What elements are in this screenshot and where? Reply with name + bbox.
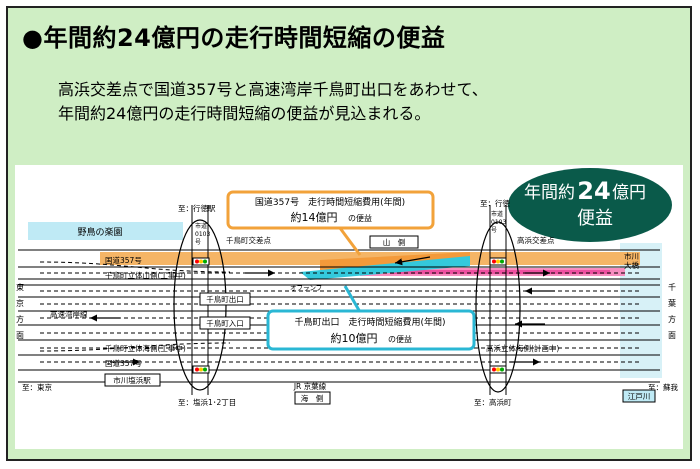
route357-top-label: 国道357号: [105, 255, 142, 265]
to-soga-label: 至：蘇我: [648, 382, 678, 392]
west-label-1: 東: [16, 282, 24, 292]
ichikawa-shiohama-label: 市川塩浜駅: [113, 375, 151, 385]
ichikawa-shiohama-box: [104, 373, 161, 387]
takahama-overpass-umi-label: 高浜立体海側(計画中): [486, 343, 559, 353]
slide-title: ●年間約24億円の走行時間短縮の便益: [22, 24, 446, 52]
callout-bottom-box: [266, 309, 476, 351]
offramp-label: オフランプ: [290, 284, 323, 292]
takahama-intersection-oval: [475, 221, 521, 393]
callout-bottom-line1: 千鳥町出口 走行時間短縮費用(年間): [294, 316, 445, 328]
ichikawa-ohashi-2: 大橋: [624, 260, 639, 270]
chidori-entrance-box: [199, 316, 251, 330]
route357-bottom-label: 国道357号: [105, 358, 142, 368]
to-tokyo-label: 至：東京: [22, 382, 52, 392]
overpass-yama-label: 千鳥町立体山側(工事中): [105, 270, 186, 280]
pink-lane: [390, 270, 610, 274]
nomeno-rakuen-label: 野鳥の楽園: [77, 226, 122, 238]
to-gyotoku-left-label: 至：行徳駅: [178, 203, 216, 213]
intro-line-2: 年間約24億円の走行時間短縮の便益が見込まれる。: [58, 104, 431, 123]
city-road-right-1: 市道: [491, 210, 503, 218]
signal-chidori-bottom: [192, 365, 210, 374]
badge-prefix: 年間約: [524, 183, 575, 203]
east-label-3: 方: [668, 314, 676, 324]
takahama-intersection-label: 高浜交差点: [517, 235, 555, 245]
nomeno-rakuen-area: [28, 222, 183, 240]
chidori-exit-label: 千鳥町出口: [206, 294, 244, 304]
east-label-2: 葉: [668, 298, 676, 308]
city-road-left-2: 0103: [195, 231, 210, 238]
to-gyotoku-right-label: 至：行徳: [480, 198, 510, 208]
signal-chidori-top: [192, 257, 210, 266]
total-benefit-badge: [508, 168, 672, 242]
callout-top-pointer: [338, 227, 362, 256]
badge-unit: 億円: [612, 183, 646, 203]
umi-side-label: 海 側: [301, 393, 324, 403]
yama-side-label: 山 側: [383, 237, 406, 247]
city-road-left-1: 市道: [195, 222, 207, 230]
west-label-3: 方: [16, 314, 24, 324]
city-road-right-2: 0103: [491, 219, 506, 226]
yama-side-box: [369, 235, 419, 249]
badge-amount: 24: [577, 177, 610, 205]
chidori-entrance-label: 千鳥町入口: [206, 318, 244, 328]
callout-top-box: [226, 190, 435, 230]
signal-takahama-bottom: [489, 365, 507, 374]
signal-takahama-top: [489, 257, 507, 266]
chidori-exit-box: [199, 292, 251, 306]
city-road-right-3: 号: [491, 227, 497, 234]
to-takahamacho-label: 至：高浜町: [474, 397, 512, 407]
west-label-4: 面: [16, 331, 24, 340]
callout-bottom-suffix: の便益: [388, 334, 412, 344]
chidoricho-intersection-label: 千鳥町交差点: [226, 235, 271, 245]
callout-top-amount: 約14億円: [291, 210, 338, 224]
east-label-1: 千: [668, 282, 676, 292]
edogawa-label: 江戸川: [628, 392, 651, 401]
callout-top-suffix: の便益: [348, 213, 372, 223]
ichikawa-ohashi-1: 市川: [624, 251, 639, 261]
callout-bottom-pointer: [343, 285, 362, 313]
city-road-left-3: 号: [195, 239, 201, 246]
callout-bottom-amount: 約10億円: [331, 331, 378, 345]
jr-keiyo-label: JR 京葉線: [293, 381, 327, 391]
overpass-umi-label: 千鳥町立体海側(工事中): [105, 343, 186, 353]
umi-side-box: [294, 391, 331, 405]
west-label-2: 京: [16, 298, 24, 308]
badge-benefit: 便益: [577, 208, 613, 229]
to-shiohama-label: 至：塩浜1･2丁目: [178, 397, 236, 407]
expressway-label: 高速湾岸線: [50, 309, 88, 319]
east-label-4: 面: [668, 331, 676, 340]
offramp-shape: [300, 256, 470, 280]
callout-top-line1: 国道357号 走行時間短縮費用(年間): [255, 196, 405, 208]
intro-line-1: 高浜交差点で国道357号と高速湾岸千鳥町出口をあわせて、: [58, 80, 488, 99]
edogawa-box: [622, 389, 656, 403]
